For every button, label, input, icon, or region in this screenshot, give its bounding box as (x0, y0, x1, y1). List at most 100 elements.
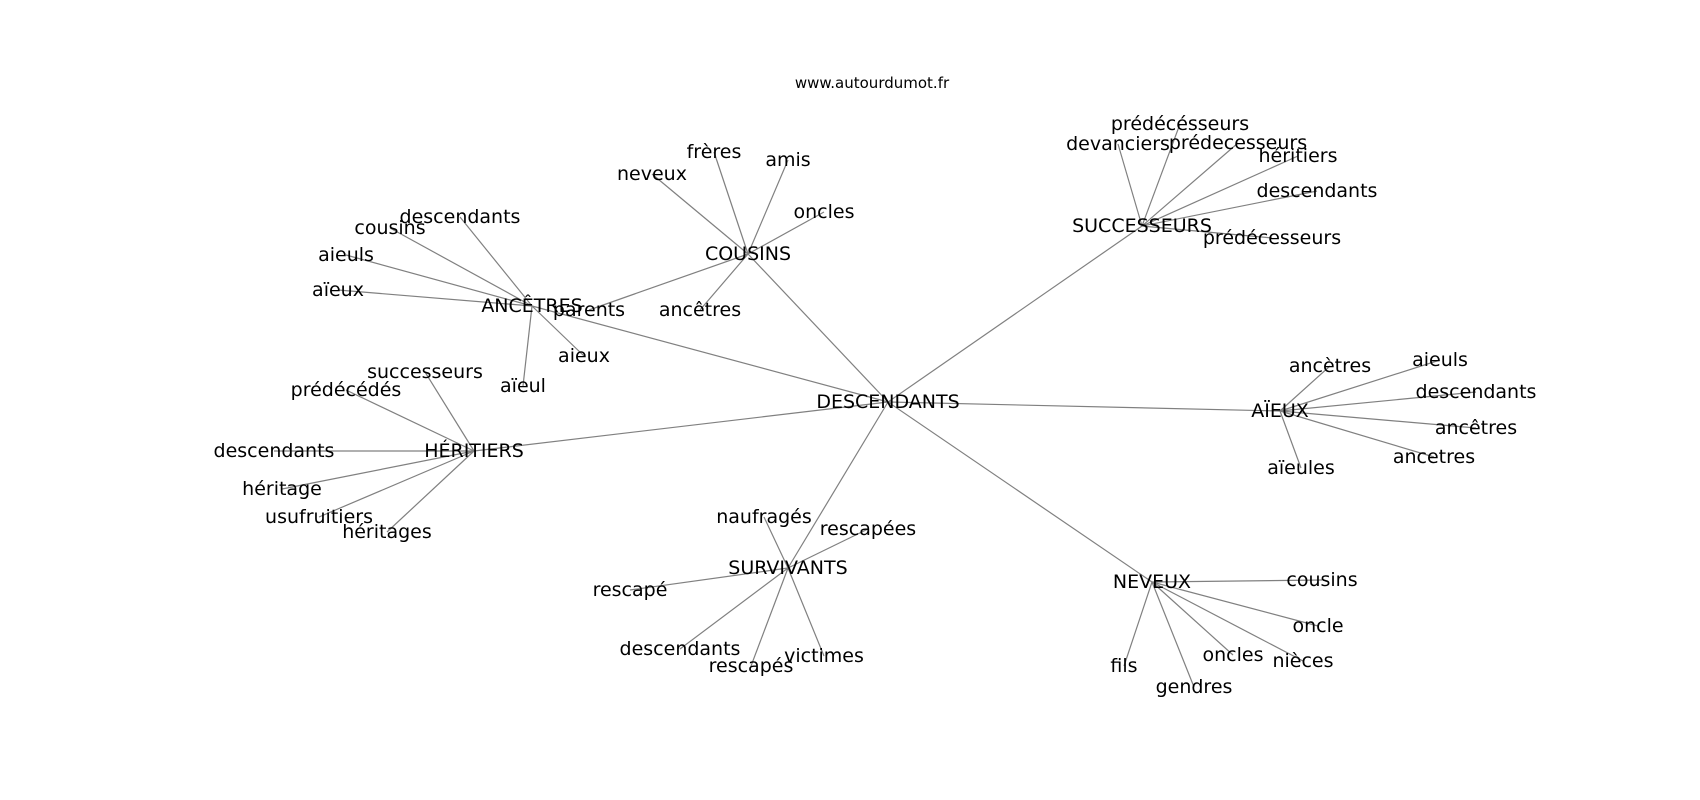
edge-hub-leaf (389, 227, 533, 307)
leaf-node-label: ancêtres (659, 299, 741, 321)
edge-hub-leaf (763, 516, 789, 569)
leaf-node-label: successeurs (367, 361, 483, 383)
edge-hub-leaf (747, 211, 825, 255)
leaf-node-label: descendants (214, 440, 335, 462)
edge-hub-leaf (318, 450, 475, 518)
leaf-node-label: neveux (617, 163, 687, 185)
leaf-node-label: héritage (242, 478, 322, 500)
edge-hub-leaf (1141, 155, 1299, 227)
hub-node-label: SUCCESSEURS (1072, 215, 1212, 237)
edge-hub-leaf (1151, 581, 1234, 656)
edge-hub-leaf (679, 567, 789, 650)
leaf-node-label: descendants (620, 638, 741, 660)
leaf-node-label: aïeux (312, 279, 364, 301)
leaf-node-label: cousins (1286, 569, 1357, 591)
leaf-node-label: héritages (342, 521, 432, 543)
edge-hub-leaf (1123, 581, 1153, 667)
edge-hub-leaf (1141, 142, 1239, 227)
edge-hub-leaf (386, 450, 475, 533)
leaf-node-label: descendants (1416, 381, 1537, 403)
edge-hub-leaf (1279, 359, 1441, 412)
leaf-node-label: aieuls (1412, 349, 1468, 371)
edge-hub-leaf (629, 567, 789, 591)
edge-hub-leaf (787, 528, 869, 569)
edge-hub-leaf (699, 253, 749, 311)
leaf-node-label: devanciers (1066, 133, 1170, 155)
leaf-node-label: victimes (784, 645, 864, 667)
leaf-node-label: prédécédés (291, 379, 402, 401)
edge-root-hub (531, 305, 889, 403)
leaf-node-label: parents (553, 299, 625, 321)
hub-node-label: ANCÊTRES (481, 294, 582, 317)
edge-hub-leaf (651, 173, 749, 255)
leaf-node-label: ancêtres (1435, 417, 1517, 439)
leaf-node-label: oncles (1203, 644, 1264, 666)
hub-node-label: AÏEUX (1251, 399, 1309, 422)
edge-hub-leaf (713, 151, 749, 255)
edge-hub-leaf (1117, 143, 1143, 227)
edge-hub-leaf (750, 567, 789, 667)
edge-root-hub (887, 401, 1153, 583)
leaf-node-label: prédécésseurs (1111, 113, 1249, 135)
edge-hub-leaf (1151, 581, 1319, 627)
leaf-node-label: ancètres (1289, 355, 1371, 377)
leaf-node-label: aïeules (1267, 457, 1335, 479)
edge-root-hub (787, 401, 889, 569)
leaf-node-label: aieuls (318, 244, 374, 266)
edge-root-hub (473, 401, 889, 452)
hub-node-label: COUSINS (705, 243, 791, 265)
edge-root-hub (887, 225, 1143, 403)
leaf-node-label: amis (765, 149, 810, 171)
leaf-node-label: rescapées (820, 518, 916, 540)
leaf-node-label: fils (1110, 655, 1137, 677)
graph-edges (274, 123, 1477, 688)
source-url: www.autourdumot.fr (795, 74, 950, 92)
edge-hub-leaf (1141, 190, 1318, 227)
edge-hub-leaf (1279, 410, 1302, 469)
root-node-label: DESCENDANTS (816, 391, 959, 413)
leaf-node-label: naufragés (716, 506, 812, 528)
edge-hub-leaf (345, 254, 533, 307)
edge-hub-leaf (588, 253, 749, 311)
leaf-node-label: aieux (558, 345, 610, 367)
edge-root-hub (887, 401, 1281, 412)
leaf-node-label: rescapés (709, 655, 794, 677)
leaf-node-label: oncle (1292, 615, 1343, 637)
edge-hub-leaf (337, 289, 533, 307)
edge-hub-leaf (531, 305, 585, 357)
leaf-node-label: cousins (354, 217, 425, 239)
leaf-node-label: aïeul (500, 375, 546, 397)
leaf-node-label: descendants (1257, 180, 1378, 202)
edge-hub-leaf (424, 371, 475, 452)
leaf-node-label: prédécesseurs (1203, 227, 1341, 249)
edge-hub-leaf (787, 567, 825, 657)
edge-hub-leaf (1279, 410, 1435, 458)
leaf-node-label: rescapé (593, 579, 668, 601)
leaf-node-label: ancetres (1393, 446, 1475, 468)
edge-hub-leaf (1141, 123, 1181, 227)
edge-hub-leaf (1151, 579, 1323, 583)
edge-hub-leaf (281, 450, 475, 490)
leaf-node-label: oncles (794, 201, 855, 223)
hub-node-label: HÉRITIERS (424, 439, 524, 462)
edge-root-hub (747, 253, 889, 403)
edge-hub-leaf (1151, 581, 1195, 688)
edge-hub-leaf (1279, 410, 1477, 429)
edge-hub-leaf (747, 159, 789, 255)
leaf-node-label: frères (687, 141, 742, 163)
hub-node-label: NEVEUX (1113, 571, 1191, 593)
edge-hub-leaf (459, 216, 533, 307)
leaf-node-label: usufruitiers (265, 506, 373, 528)
leaf-node-label: gendres (1156, 676, 1233, 698)
edge-hub-leaf (1279, 365, 1331, 412)
edge-hub-leaf (1151, 581, 1304, 662)
hub-node-label: SURVIVANTS (728, 557, 847, 579)
leaf-node-label: nièces (1272, 650, 1333, 672)
edge-hub-leaf (522, 305, 533, 387)
leaf-node-label: prédecesseurs (1169, 132, 1307, 154)
edge-hub-leaf (1141, 225, 1273, 239)
leaf-node-label: héritiers (1259, 145, 1338, 167)
edge-hub-leaf (345, 389, 475, 452)
